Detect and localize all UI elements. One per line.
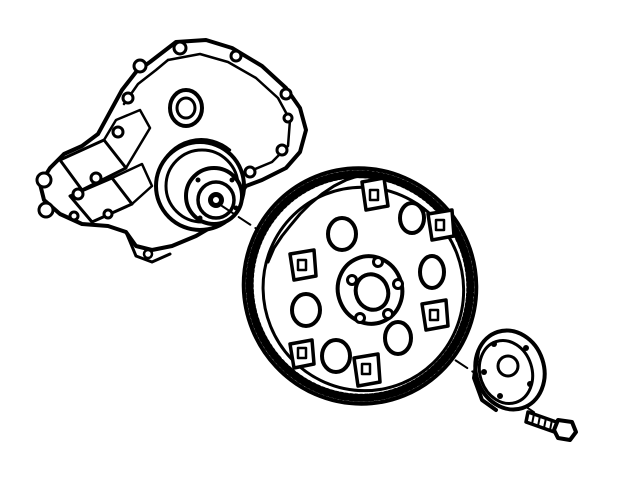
flywheel bbox=[241, 166, 479, 406]
bolt bbox=[524, 410, 578, 442]
retainer-plate bbox=[472, 328, 547, 412]
